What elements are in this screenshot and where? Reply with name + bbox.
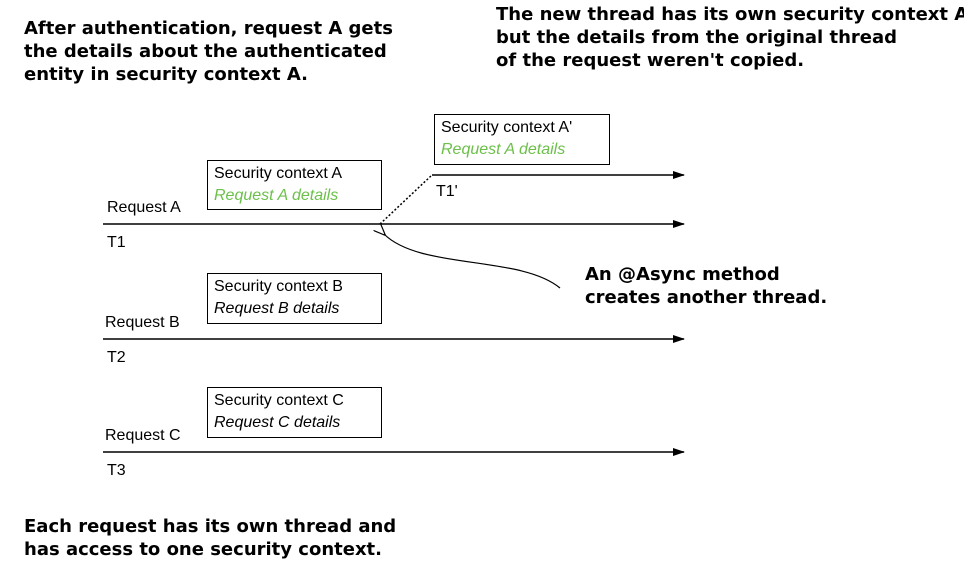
callout-each-request: Each request has its own thread and has … — [24, 515, 396, 561]
callout-line: creates another thread. — [585, 287, 828, 308]
request-label-b: Request B — [105, 314, 180, 331]
callout-line: An @Async method — [585, 264, 780, 285]
callout-line: entity in security context A. — [24, 64, 308, 85]
request-label-c: Request C — [105, 427, 181, 444]
context-details: Request A details — [214, 187, 339, 204]
context-details: Request A details — [441, 141, 566, 158]
security-context-box-b: Security context B Request B details — [207, 273, 382, 324]
thread-label-t1-prime: T1' — [436, 183, 458, 200]
callout-authentication: After authentication, request A gets the… — [24, 17, 393, 86]
context-title: Security context A — [214, 165, 343, 182]
callout-line: of the request weren't copied. — [496, 50, 805, 71]
context-details: Request B details — [214, 300, 340, 317]
callout-new-thread: The new thread has its own security cont… — [496, 3, 964, 72]
thread-label-t2: T2 — [107, 349, 126, 366]
thread-label-t1: T1 — [107, 234, 126, 251]
callout-line: Each request has its own thread and — [24, 516, 397, 537]
context-details: Request C details — [214, 414, 341, 431]
async-pointer-arrow — [384, 234, 561, 289]
security-context-box-a: Security context A Request A details — [207, 160, 382, 210]
thread-branch-dotted — [379, 174, 433, 225]
callout-async-method: An @Async method creates another thread. — [585, 263, 827, 309]
callout-line: The new thread has its own security cont… — [496, 4, 964, 25]
context-title: Security context A' — [441, 119, 573, 136]
thread-label-t3: T3 — [107, 462, 126, 479]
context-title: Security context C — [214, 392, 344, 409]
callout-line: the details about the authenticated — [24, 41, 387, 62]
callout-line: After authentication, request A gets — [24, 18, 393, 39]
security-context-box-a-prime: Security context A' Request A details — [434, 114, 610, 165]
request-label-a: Request A — [107, 199, 181, 216]
security-context-box-c: Security context C Request C details — [207, 387, 382, 438]
callout-line: has access to one security context. — [24, 539, 382, 560]
context-title: Security context B — [214, 278, 343, 295]
callout-line: but the details from the original thread — [496, 27, 898, 48]
